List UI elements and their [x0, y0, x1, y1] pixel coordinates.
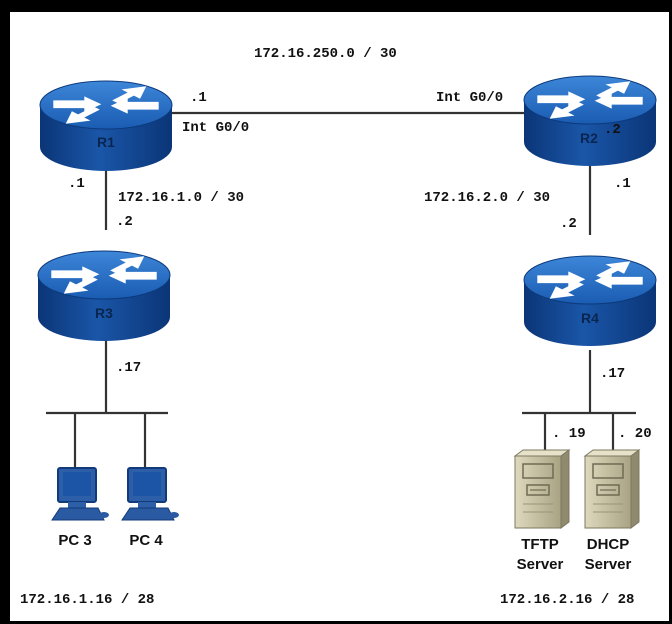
dhcp-server-label-line1: DHCP [586, 536, 630, 553]
lan-right [522, 411, 636, 450]
pc4-icon[interactable] [121, 467, 179, 521]
r4-lan-ip-label: .17 [600, 366, 626, 382]
left-lan-network-label: 172.16.1.16 / 28 [20, 592, 155, 608]
dhcp-server-icon[interactable] [583, 449, 641, 529]
r1-interface-label: Int G0/0 [182, 120, 250, 136]
lan-left [46, 411, 168, 468]
pc3-icon[interactable] [51, 467, 109, 521]
router-r1-icon[interactable] [39, 80, 173, 171]
r2-g00-ip-label: .2 [604, 122, 621, 138]
router-r4-label: R4 [581, 310, 599, 326]
router-r2-icon[interactable] [523, 75, 657, 166]
tftp-server-label-line2: Server [516, 556, 564, 573]
r2-r4-r4-ip-label: .2 [560, 216, 577, 232]
router-r1-label: R1 [97, 134, 115, 150]
r1-g00-ip-label: .1 [190, 90, 207, 106]
r2-interface-label: Int G0/0 [436, 90, 504, 106]
right-lan-network-label: 172.16.2.16 / 28 [500, 592, 635, 608]
r1-r3-network-label: 172.16.1.0 / 30 [118, 190, 245, 206]
router-r4-icon[interactable] [523, 255, 657, 346]
pc3-label: PC 3 [58, 532, 92, 549]
pc4-label: PC 4 [129, 532, 163, 549]
r1-r3-r3-ip-label: .2 [116, 214, 133, 230]
dhcp-server-label-line2: Server [584, 556, 632, 573]
wan-links [104, 111, 592, 412]
r2-r4-network-label: 172.16.2.0 / 30 [424, 190, 551, 206]
tftp-ip-label: . 19 [552, 426, 586, 442]
r3-lan-ip-label: .17 [116, 360, 142, 376]
wan-network-label: 172.16.250.0 / 30 [254, 46, 397, 62]
r1-r3-r1-ip-label: .1 [68, 176, 85, 192]
router-r3-icon[interactable] [37, 250, 171, 341]
router-r3-label: R3 [95, 305, 113, 321]
tftp-server-icon[interactable] [513, 449, 571, 529]
tftp-server-label-line1: TFTP [521, 536, 559, 553]
dhcp-ip-label: . 20 [618, 426, 652, 442]
r2-r4-r2-ip-label: .1 [614, 176, 631, 192]
router-r2-label: R2 [580, 130, 598, 146]
